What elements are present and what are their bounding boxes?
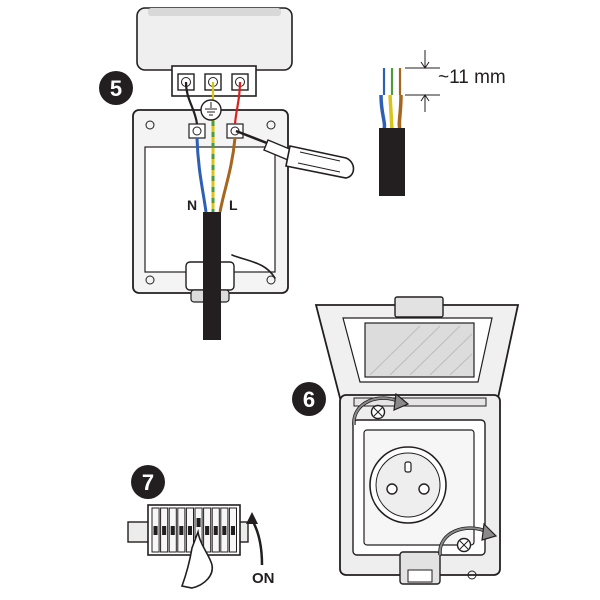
- neutral-wire: [195, 137, 208, 213]
- breaker-toggle[interactable]: [170, 526, 175, 535]
- step-6-cover: 6: [292, 296, 520, 585]
- socket-cover: [136, 7, 293, 71]
- step-6-badge: 6: [292, 382, 326, 416]
- breaker-module[interactable]: [177, 507, 186, 553]
- breaker-panel: [147, 504, 241, 556]
- breaker-module[interactable]: [151, 507, 160, 553]
- supply-cable: [203, 212, 221, 340]
- step-5-wiring: N L 5: [99, 7, 355, 340]
- strip-length-label: ~11 mm: [438, 67, 506, 88]
- step-7-breaker: ON 7: [127, 465, 275, 589]
- stripped-cable: [379, 128, 405, 196]
- breaker-toggle[interactable]: [179, 526, 184, 535]
- svg-text:5: 5: [110, 76, 122, 101]
- breaker-toggle[interactable]: [230, 526, 235, 535]
- strip-length-detail: ~11 mm: [379, 50, 506, 196]
- up-arrow-icon: [246, 512, 264, 566]
- switch-on-label: ON: [252, 570, 275, 587]
- breaker-module[interactable]: [168, 507, 177, 553]
- earth-ground-icon: [200, 99, 222, 121]
- breaker-module[interactable]: [211, 507, 220, 553]
- lid-window: [364, 322, 475, 378]
- breaker-module[interactable]: [203, 507, 212, 553]
- screwdriver-icon: [235, 129, 355, 179]
- breaker-module[interactable]: [228, 507, 237, 553]
- rotate-arrow-icon: [438, 522, 498, 556]
- socket-outlet: [369, 446, 447, 524]
- breaker-toggle[interactable]: [222, 526, 227, 535]
- breaker-toggle[interactable]: [196, 518, 201, 527]
- breaker-toggle[interactable]: [213, 526, 218, 535]
- breaker-toggle[interactable]: [153, 526, 158, 535]
- neutral-label: N: [187, 197, 197, 213]
- breaker-module[interactable]: [160, 507, 169, 553]
- hand-icon: [180, 528, 214, 589]
- breaker-module[interactable]: [220, 507, 229, 553]
- svg-text:6: 6: [303, 387, 315, 412]
- live-label: L: [229, 197, 238, 213]
- terminal-block: [171, 65, 257, 97]
- svg-text:7: 7: [142, 470, 154, 495]
- red-wire: [233, 81, 242, 125]
- wires: [184, 81, 242, 213]
- live-wire: [218, 137, 237, 213]
- rotate-arrow-icon: [352, 392, 410, 426]
- breaker-toggle[interactable]: [187, 526, 192, 535]
- breaker-toggle[interactable]: [162, 526, 167, 535]
- black-wire: [184, 81, 199, 125]
- step-5-badge: 5: [99, 71, 133, 105]
- breaker-toggle[interactable]: [205, 526, 210, 535]
- step-7-badge: 7: [131, 465, 165, 499]
- breaker-module[interactable]: [185, 507, 194, 553]
